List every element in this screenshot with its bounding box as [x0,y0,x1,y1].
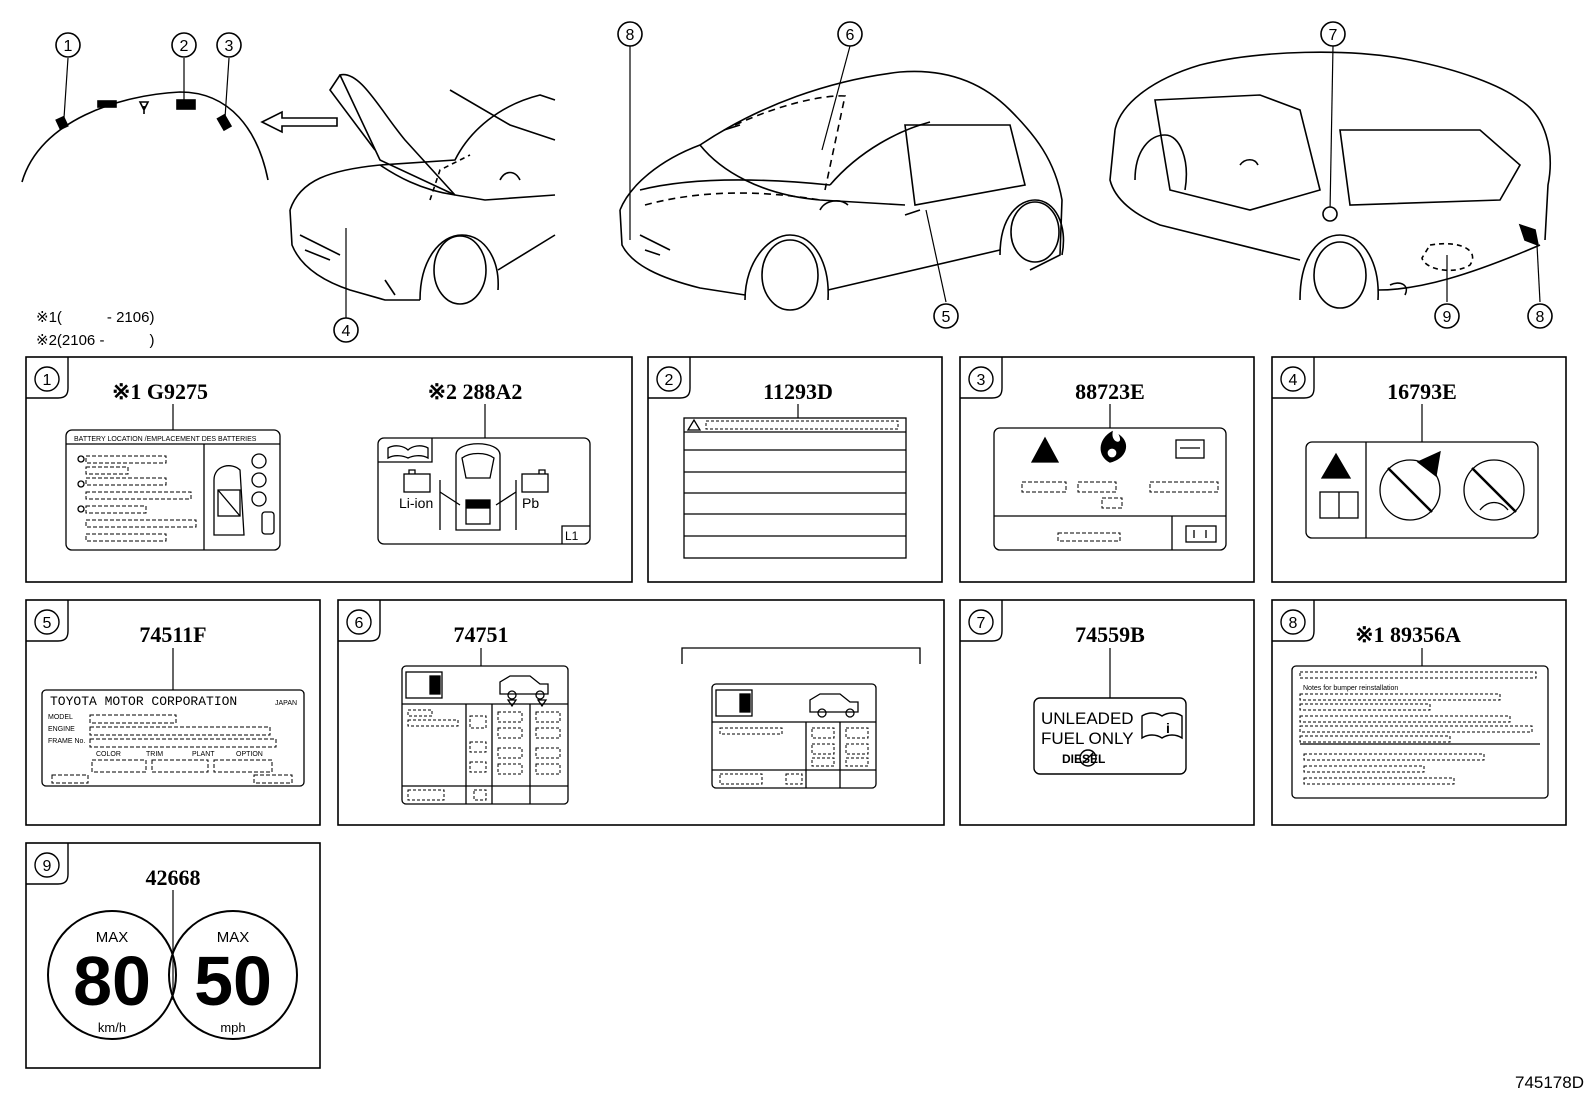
panel-3-number: 3 [977,372,986,389]
label-288a2-liion: Li-ion [399,495,433,511]
label-288a2-pb: Pb [522,495,539,511]
part-number-288a2: ※2 288A2 [428,379,523,404]
callout-8-number: 8 [626,27,635,44]
speed-unit-mph: mph [220,1020,245,1035]
engine-bay-closeup [21,91,338,183]
plate-maker: TOYOTA MOTOR CORPORATION [50,694,237,709]
panel-2-number: 2 [665,372,674,389]
fuel-label-line3: DIESEL [1062,752,1105,766]
label-89356a-bumper-notes [1291,665,1549,799]
label-74751-tire-pressure-a [401,665,569,805]
label-g9275-battery-location [65,429,281,551]
fuel-label-line2: FUEL ONLY [1041,729,1134,748]
part-number-g9275: ※1 G9275 [112,379,208,404]
part-number-42668: 42668 [146,865,201,890]
callout-1-number: 1 [64,38,73,55]
label-74559b-fuel [1033,697,1187,775]
speed-value-80: 80 [73,942,151,1020]
panel-8-number: 8 [1289,615,1298,632]
speed-unit-kmh: km/h [98,1020,126,1035]
callout-5-number: 5 [942,309,951,326]
bumper-notes-heading: Notes for bumper reinstallation [1303,685,1398,692]
part-number-16793e: 16793E [1387,379,1457,404]
part-number-74511f: 74511F [139,622,206,647]
panel-1-number: 1 [43,372,52,389]
part-number-74559b: 74559B [1075,622,1145,647]
car-hood-open-illustration [289,73,556,305]
plate-frame: FRAME No. [48,738,85,745]
part-number-89356a: ※1 89356A [1355,622,1461,647]
panel-5-number: 5 [43,615,52,632]
label-74511f-id-plate [41,689,305,787]
plate-engine: ENGINE [48,726,75,733]
legend-note-2: ※2(2106 - ) [36,332,154,349]
label-74751-tire-pressure-b [681,647,921,789]
plate-country: JAPAN [275,700,297,707]
callout-4-number: 4 [342,323,351,340]
plate-color: COLOR [96,751,121,758]
speed-value-50: 50 [194,942,272,1020]
panel-number-tabs [26,357,1315,885]
plate-model: MODEL [48,714,73,721]
panel-frames [25,356,1567,1069]
manual-icon: i [1166,720,1170,736]
callout-9-number: 9 [1443,309,1452,326]
plate-option: OPTION [236,751,263,758]
part-number-88723e: 88723E [1075,379,1145,404]
label-16793e-pictogram [1305,441,1539,539]
panel-7-number: 7 [977,615,986,632]
callout-3-number: 3 [225,38,234,55]
label-88723e-warning [993,427,1227,551]
callout-7-number: 7 [1329,27,1338,44]
part-number-74751: 74751 [454,622,509,647]
label-288a2-battery-type [377,437,591,545]
label-11293d-striped [683,417,907,559]
panel-9-number: 9 [43,858,52,875]
callout-8b-number: 8 [1536,309,1545,326]
car-front-illustration [619,70,1065,311]
car-rear-illustration [1109,51,1551,309]
label-288a2-tag: L1 [565,529,579,543]
fuel-label-line1: UNLEADED [1041,709,1134,728]
plate-trim: TRIM [146,751,163,758]
speed-max-label-1: MAX [96,929,129,946]
label-42668-speed-limit [47,910,298,1040]
callout-markers [55,21,1553,343]
part-number-11293d: 11293D [763,379,833,404]
label-g9275-title: BATTERY LOCATION /EMPLACEMENT DES BATTER… [74,436,257,443]
legend-note-1: ※1( - 2106) [36,309,154,326]
speed-max-label-2: MAX [217,929,250,946]
panel-6-number: 6 [355,615,364,632]
callout-2-number: 2 [180,38,189,55]
panel-leader-lines [172,404,1423,1000]
plate-plant: PLANT [192,751,215,758]
callout-6-number: 6 [846,27,855,44]
leader-lines-top [63,45,1541,318]
panel-4-number: 4 [1289,372,1298,389]
diagram-reference-code: 745178D [1514,1073,1584,1092]
